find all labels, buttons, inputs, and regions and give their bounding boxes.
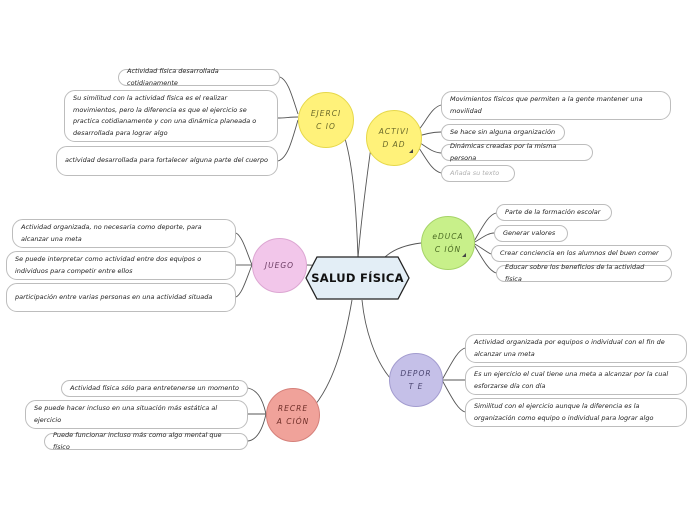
- central-topic-shape: [305, 256, 410, 300]
- actividad-item-1[interactable]: Movimientos físicos que permiten a la ge…: [441, 91, 671, 120]
- branch-deporte-label: DEPORT E: [400, 369, 432, 391]
- ejercicio-item-1-text: Actividad física desarrollada cotidianam…: [127, 67, 219, 87]
- educacion-item-3[interactable]: Crear conciencia en los alumnos del buen…: [491, 245, 672, 262]
- branch-educacion[interactable]: eDUCAC IÓN: [421, 216, 475, 270]
- educacion-item-2[interactable]: Generar valores: [494, 225, 568, 242]
- juego-item-2-text: Se puede interpretar como actividad entr…: [15, 255, 202, 275]
- recreacion-item-3[interactable]: Puede funcionar incluso más como algo me…: [44, 431, 248, 451]
- deporte-item-1[interactable]: Actividad organizada por equipos o indiv…: [465, 334, 687, 363]
- deporte-item-3-text: Similitud con el ejercicio aunque la dif…: [474, 402, 654, 422]
- actividad-item-2-text: Se hace sin alguna organización: [450, 127, 556, 136]
- educacion-item-3-text: Crear conciencia en los alumnos del buen…: [500, 248, 659, 257]
- branch-ejercicio[interactable]: EJERCIC IO: [298, 92, 354, 148]
- branch-actividad[interactable]: ACTIVID AD: [366, 110, 422, 166]
- actividad-item-4-text: Añada su texto: [450, 168, 500, 177]
- branch-recreacion[interactable]: RECREA CIÓN: [266, 388, 320, 442]
- deporte-item-2[interactable]: Es un ejercicio el cual tiene una meta a…: [465, 366, 687, 395]
- juego-item-1-text: Actividad organizada, no necesaria como …: [21, 223, 202, 243]
- branch-educacion-label: eDUCAC IÓN: [432, 232, 464, 254]
- educacion-item-1[interactable]: Parte de la formación escolar: [496, 204, 612, 221]
- actividad-item-2[interactable]: Se hace sin alguna organización: [441, 124, 565, 141]
- ejercicio-item-3[interactable]: actividad desarrollada para fortalecer a…: [56, 146, 278, 176]
- ejercicio-item-3-text: actividad desarrollada para fortalecer a…: [65, 156, 268, 165]
- juego-item-2[interactable]: Se puede interpretar como actividad entr…: [6, 251, 236, 280]
- central-topic-title: SALUD FÍSICA: [311, 271, 404, 285]
- recreacion-item-2-text: Se puede hacer incluso en una situación …: [34, 404, 218, 424]
- expand-corner-icon[interactable]: [462, 253, 466, 257]
- educacion-item-4-text: Educar sobre los beneficios de la activi…: [505, 263, 645, 283]
- deporte-item-3[interactable]: Similitud con el ejercicio aunque la dif…: [465, 398, 687, 427]
- ejercicio-item-2-text: Su similitud con la actividad física es …: [73, 94, 257, 137]
- branch-juego-label: JUEGO: [264, 261, 295, 270]
- educacion-item-4[interactable]: Educar sobre los beneficios de la activi…: [496, 263, 672, 283]
- educacion-item-1-text: Parte de la formación escolar: [505, 207, 601, 216]
- recreacion-item-3-text: Puede funcionar incluso más como algo me…: [53, 431, 222, 451]
- branch-deporte[interactable]: DEPORT E: [389, 353, 443, 407]
- actividad-item-3[interactable]: Dinámicas creadas por la misma persona: [441, 142, 593, 162]
- deporte-item-1-text: Actividad organizada por equipos o indiv…: [474, 338, 665, 358]
- expand-corner-icon[interactable]: [409, 149, 413, 153]
- branch-actividad-label: ACTIVID AD: [378, 127, 410, 149]
- central-topic[interactable]: SALUD FÍSICA: [305, 256, 410, 300]
- educacion-item-2-text: Generar valores: [503, 228, 556, 237]
- ejercicio-item-1[interactable]: Actividad física desarrollada cotidianam…: [118, 67, 280, 87]
- recreacion-item-2[interactable]: Se puede hacer incluso en una situación …: [25, 400, 248, 429]
- juego-item-1[interactable]: Actividad organizada, no necesaria como …: [12, 219, 236, 248]
- deporte-item-2-text: Es un ejercicio el cual tiene una meta a…: [474, 370, 669, 390]
- actividad-item-4-placeholder[interactable]: Añada su texto: [441, 165, 515, 182]
- recreacion-item-1-text: Actividad física sólo para entretenerse …: [70, 383, 239, 392]
- actividad-item-1-text: Movimientos físicos que permiten a la ge…: [450, 95, 643, 115]
- juego-item-3-text: participación entre varias personas en u…: [15, 292, 213, 301]
- ejercicio-item-2[interactable]: Su similitud con la actividad física es …: [64, 90, 278, 142]
- actividad-item-3-text: Dinámicas creadas por la misma persona: [450, 142, 557, 162]
- branch-ejercicio-label: EJERCIC IO: [310, 109, 342, 131]
- branch-juego[interactable]: JUEGO: [252, 238, 307, 293]
- juego-item-3[interactable]: participación entre varias personas en u…: [6, 283, 236, 312]
- recreacion-item-1[interactable]: Actividad física sólo para entretenerse …: [61, 380, 248, 397]
- branch-recreacion-label: RECREA CIÓN: [276, 404, 310, 426]
